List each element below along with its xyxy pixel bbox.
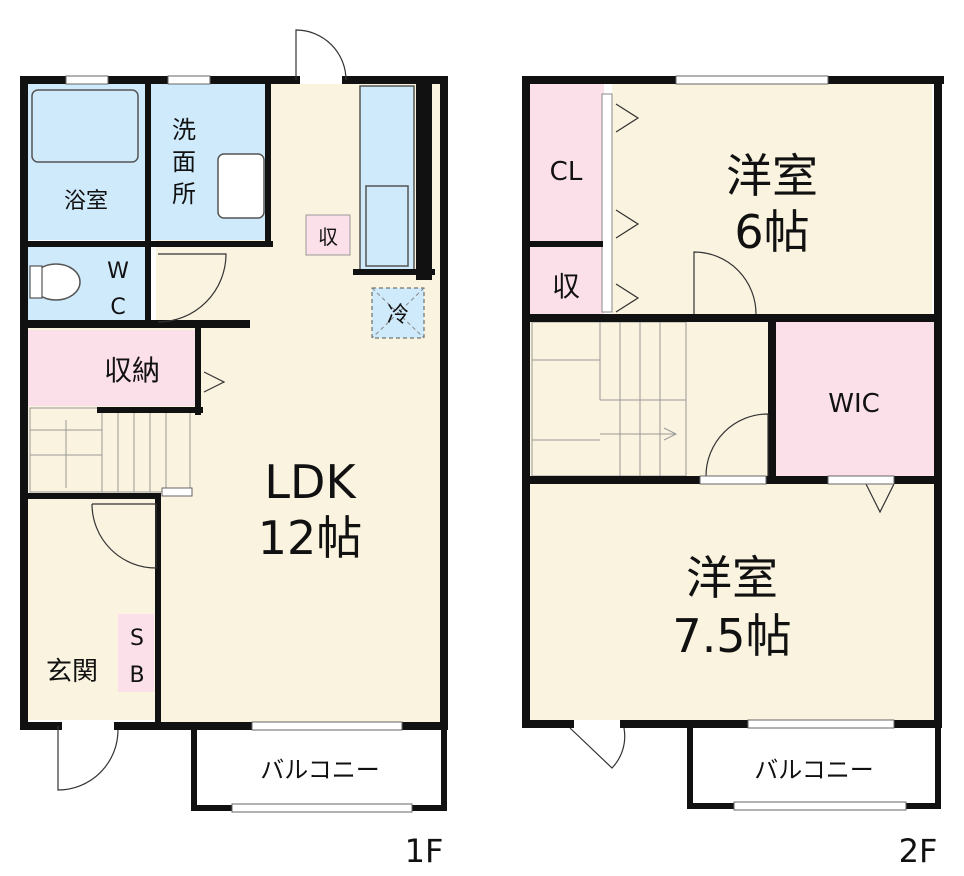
label-storage-closet: 収納 [104,354,160,387]
storage-closet-floor [26,330,198,406]
label-room-a-2: 6帖 [734,205,809,259]
label-wc-1: W [107,259,129,284]
label-closet: CL [550,157,583,187]
label-storage-2f: 収 [552,270,580,303]
windows-2f [675,75,907,811]
label-washroom-2: 面 [172,148,196,176]
kitchen-storage-box [305,214,351,256]
label-washroom-3: 所 [172,180,196,208]
fridge-diagonal-2 [371,287,425,339]
room-a-floor [612,84,932,320]
floor-1-plan: 浴室 洗 面 所 W C 収納 玄関 S B LDK 12帖 収 冷 バルコニー… [20,29,448,870]
label-kitchen-storage: 収 [318,225,338,249]
label-room-b-2: 7.5帖 [672,609,791,663]
toilet-tank [29,265,43,299]
doors-2f [569,103,895,769]
windows-1f [65,75,413,813]
shoe-box-floor [118,614,154,692]
label-ldk-2: 12帖 [258,511,363,565]
label-bath: 浴室 [64,189,108,214]
wash-basin [217,153,265,219]
label-room-b-1: 洋室 [686,551,778,605]
storage-2f-floor [530,246,604,314]
closet-floor [530,84,604,244]
stairs-1f [29,407,191,493]
walls-1f [20,76,448,811]
wic-floor [776,320,934,476]
room-b-floor [530,480,934,720]
label-wc-2: C [110,295,125,320]
label-shoe-box-1: S [130,626,144,651]
label-room-a-1: 洋室 [726,149,818,203]
label-balcony-1f: バルコニー [260,756,380,784]
bathtub [31,89,139,163]
label-floor-2: 2F [899,832,938,870]
label-balcony-2f: バルコニー [754,756,874,784]
label-floor-1: 1F [405,832,444,870]
closet-rail [601,93,613,313]
label-ldk-1: LDK [264,455,357,509]
sink [365,185,409,267]
kitchen-counter [359,85,415,271]
label-washroom-1: 洗 [172,116,196,144]
label-entrance: 玄関 [46,657,98,687]
floor-2-plan: 洋室 6帖 CL 収 WIC 洋室 7.5帖 バルコニー 2F [522,75,944,870]
doors-1f [57,29,347,791]
label-wic: WIC [828,389,880,419]
label-fridge: 冷 [387,303,409,328]
label-shoe-box-2: B [129,663,144,688]
